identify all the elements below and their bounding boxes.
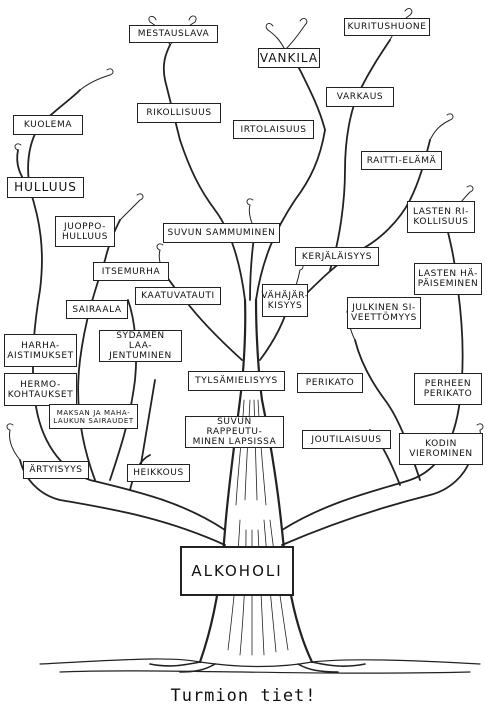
- sign-sairaala: SAIRAALA: [66, 300, 128, 319]
- roots: [149, 661, 366, 673]
- sign-suvun-sammuminen: SUVUN SAMMUMINEN: [163, 223, 280, 243]
- sign-julkinen-siveettomyys: JULKINEN SI- VEETTÖMYYS: [347, 297, 421, 329]
- sign-kuolema: KUOLEMA: [13, 115, 83, 135]
- sign-kodin-vierominen: KODIN VIEROMINEN: [399, 433, 483, 465]
- sign-lasten-hapaiseminen: LASTEN HÄ- PÄISEMINEN: [414, 263, 482, 295]
- sign-kaatuvatauti: KAATUVATAUTI: [135, 287, 221, 305]
- sign-suvun-rappeutuminen: SUVUN RAPPEUTU- MINEN LAPSISSA: [185, 416, 284, 448]
- sign-joutilaisuus: JOUTILAISUUS: [302, 430, 391, 449]
- sign-tylsamielisyys: TYLSÄMIELISYYS: [188, 371, 285, 391]
- sign-perheen-perikato: PERHEEN PERIKATO: [414, 373, 482, 405]
- trunk: [198, 298, 314, 664]
- sign-kerjalaisyys: KERJÄLÄISYYS: [295, 247, 379, 266]
- leaves: [6, 8, 484, 431]
- sign-irtolaisuus: IRTOLAISUUS: [233, 120, 314, 139]
- sign-vankila: VANKILA: [258, 48, 320, 68]
- sign-maksan-ja-mahalaukun-sairaudet: MAKSAN JA MAHA- LAUKUN SAIRAUDET: [49, 404, 138, 429]
- caption: Turmion tiet!: [170, 686, 317, 706]
- sign-kuritushuone: KURITUSHUONE: [344, 18, 430, 36]
- sign-raitti-elama: RAITTI-ELÄMÄ: [361, 151, 442, 170]
- sign-heikkous: HEIKKOUS: [127, 464, 190, 482]
- sign-sydamen-laajentuminen: SYDÄMEN LAA- JENTUMINEN: [99, 330, 182, 362]
- sign-vahajarkisyys: VÄHÄJÄR- KISYYS: [261, 284, 308, 317]
- sign-harha-aistimukset: HARHA- AISTIMUKSET: [4, 334, 77, 367]
- ground: [39, 658, 481, 674]
- sign-itsemurha: ITSEMURHA: [93, 262, 169, 281]
- sign-perikato: PERIKATO: [297, 373, 363, 393]
- sign-mestauslava: MESTAUSLAVA: [129, 25, 218, 43]
- sign-hulluus: HULLUUS: [7, 177, 84, 198]
- sign-hermokohtaukset: HERMO- KOHTAUKSET: [4, 373, 77, 406]
- sign-lasten-rikollisuus: LASTEN RI- KOLLISUUS: [407, 201, 475, 233]
- sign-juoppohulluus: JUOPPO- HULLUUS: [55, 216, 115, 247]
- sign-artyisyys: ÄRTYISYYS: [23, 461, 89, 479]
- sign-varkaus: VARKAUS: [326, 87, 394, 107]
- sign-rikollisuus: RIKOLLISUUS: [137, 103, 221, 123]
- sign-alkoholi: ALKOHOLI: [180, 546, 294, 596]
